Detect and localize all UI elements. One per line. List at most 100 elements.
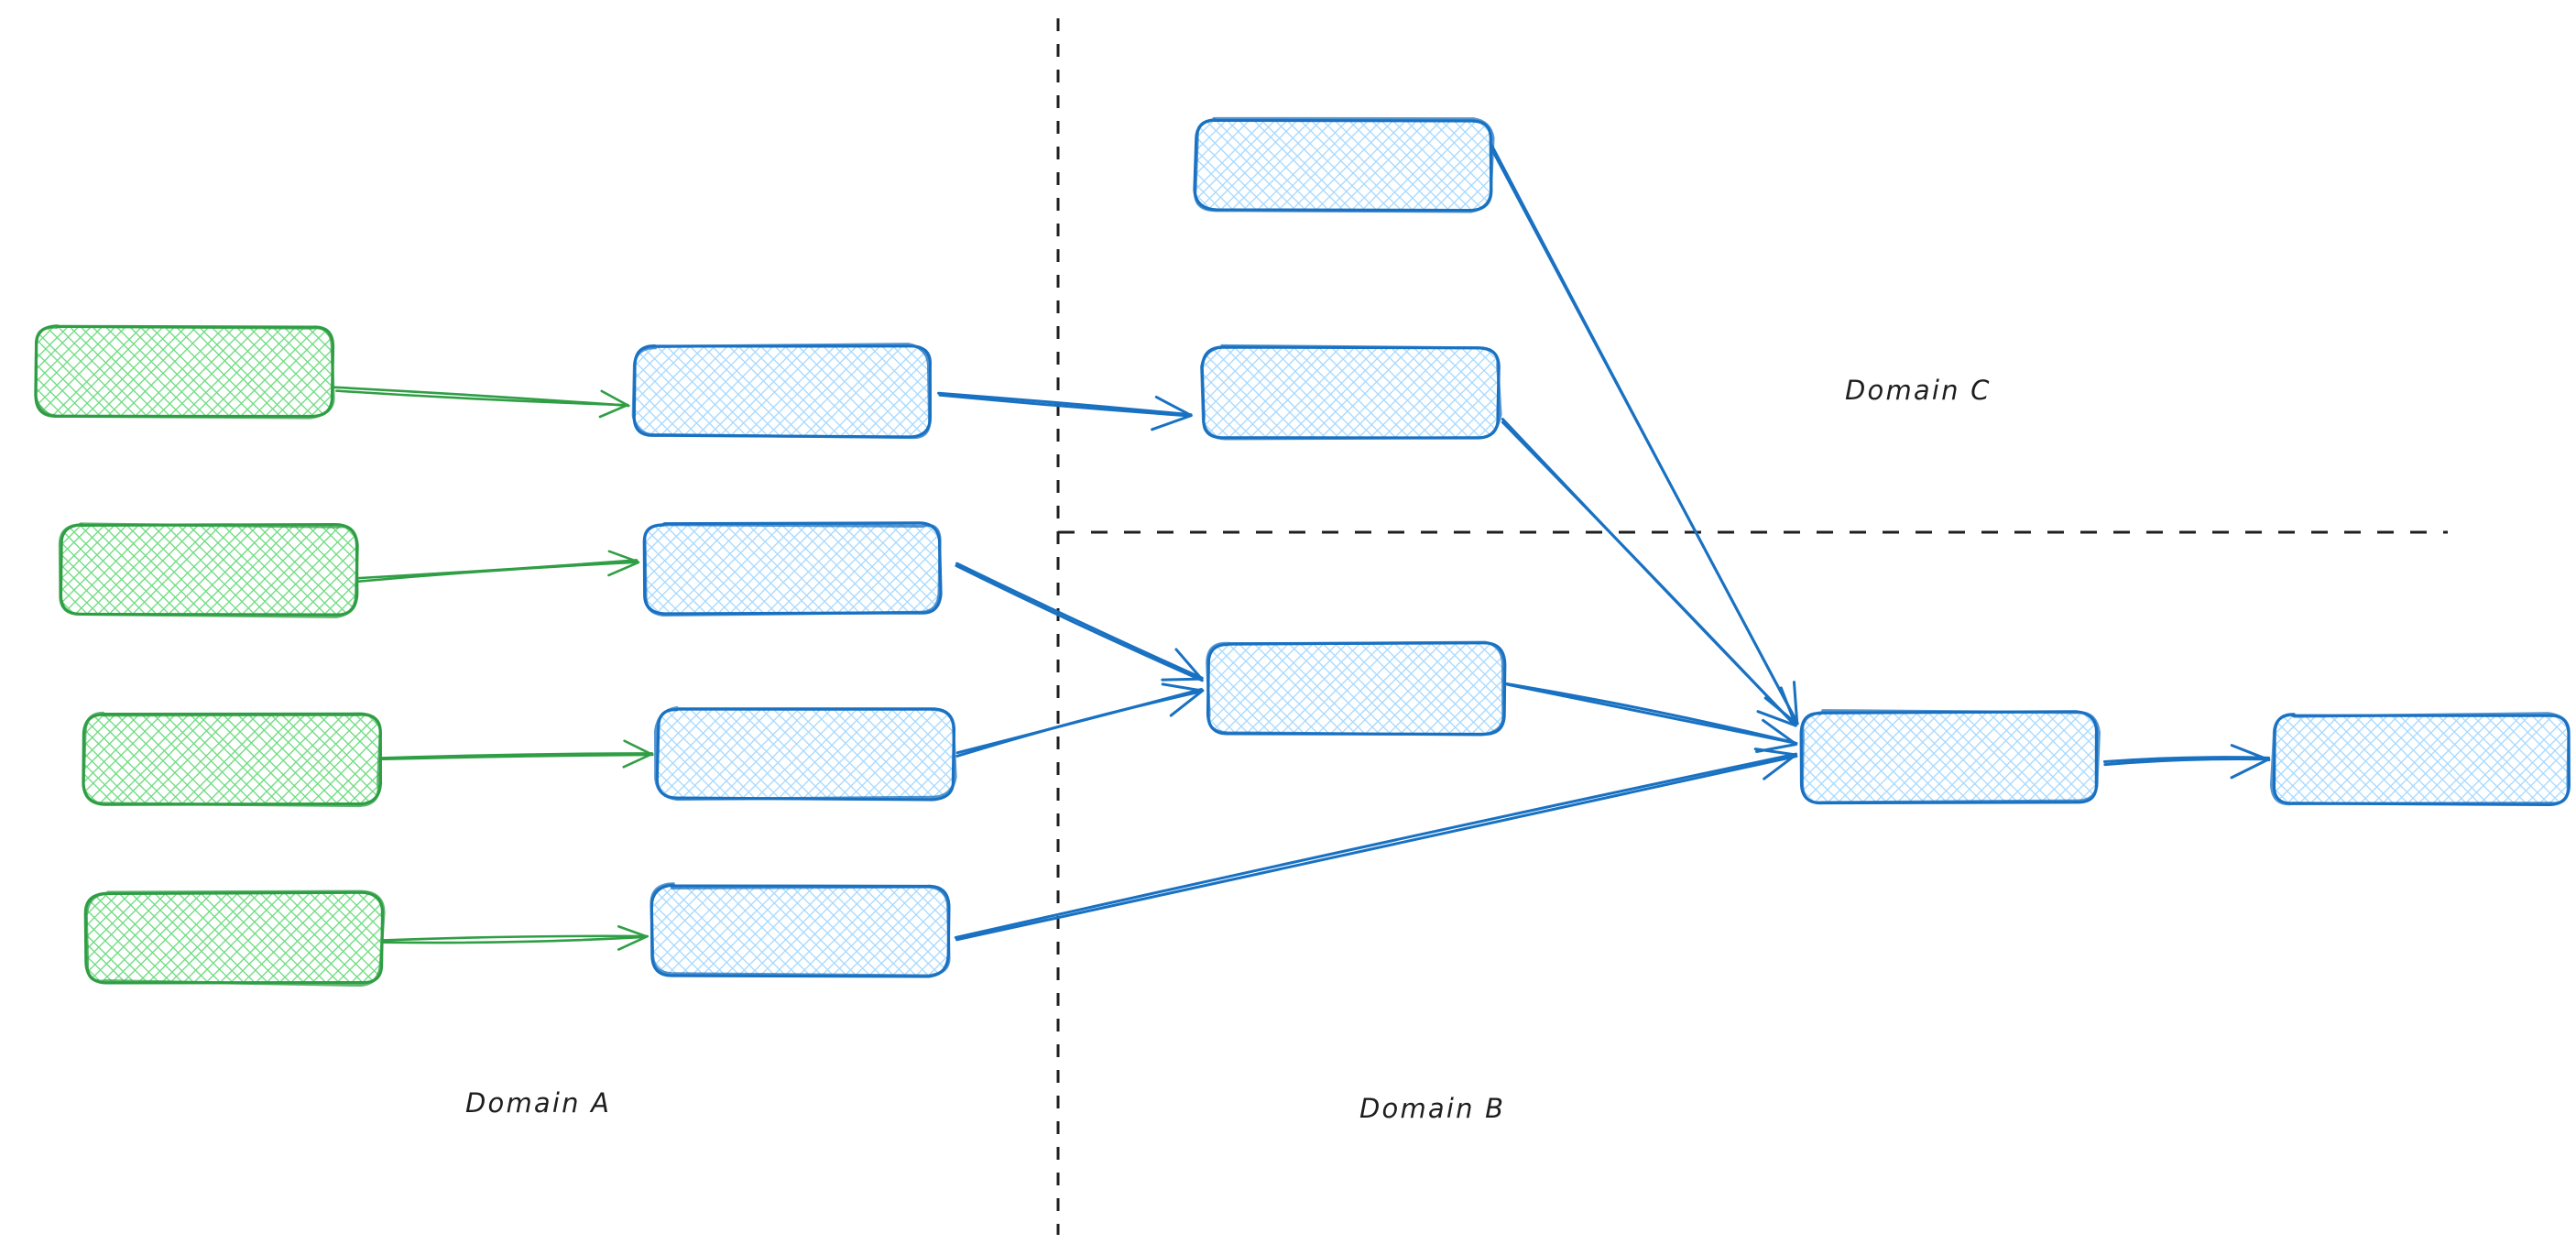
hatch-line <box>60 525 356 615</box>
hatch-line <box>1203 347 1499 437</box>
hatch-line <box>37 326 333 416</box>
edge-c-output <box>2102 744 2271 780</box>
hatch-line <box>1195 120 1284 210</box>
hatch-line <box>2274 715 2399 804</box>
edge-proc4-c <box>954 748 1798 942</box>
hatch-line <box>238 893 382 983</box>
hatch-line <box>1208 644 1250 734</box>
node-a-proc-1[interactable] <box>195 335 1365 760</box>
hatch-line <box>1203 347 1499 437</box>
hatch-line <box>635 346 759 436</box>
node-a-source-4[interactable] <box>0 882 816 1255</box>
hatch-line <box>37 326 316 416</box>
hatch-line <box>1337 644 1504 734</box>
hatch-line <box>644 524 940 614</box>
hatch-line <box>1195 120 1274 210</box>
hatch-line <box>848 346 931 436</box>
node-outline <box>82 711 382 808</box>
node-b-node-top[interactable] <box>756 109 1927 534</box>
hatch-line <box>1238 347 1499 437</box>
hatch-line <box>37 326 333 416</box>
node-b-node-low[interactable] <box>768 633 1941 1058</box>
hatch-line <box>37 326 152 416</box>
hatch-line <box>644 524 674 614</box>
hatch-line <box>2274 715 2555 804</box>
hatch-line <box>1812 713 2097 802</box>
hatch-line <box>1801 713 1902 802</box>
hatch-line <box>1203 347 1499 437</box>
hatch-line <box>1208 644 1369 734</box>
hatch-line <box>1203 347 1446 437</box>
hatch-line <box>0 883 80 1255</box>
edge-line <box>955 687 1203 755</box>
hatch-line <box>635 346 879 436</box>
hatch-line <box>1398 644 1504 734</box>
node-b-node-mid[interactable] <box>762 337 1933 762</box>
hatch-line <box>1208 644 1441 734</box>
hatch-line <box>1195 120 1491 210</box>
hatch-line <box>1337 120 1491 210</box>
hatch-line <box>225 714 380 803</box>
hatch-line <box>84 714 380 803</box>
hatch-line <box>60 525 330 615</box>
hatch-line <box>37 326 162 416</box>
hatch-line <box>84 714 199 803</box>
label-domain-b: Domain B <box>1359 1093 1506 1124</box>
hatch-line <box>1801 713 1949 802</box>
hatch-line <box>1858 713 2097 802</box>
hatch-line <box>60 525 258 615</box>
hatch-line <box>84 714 380 803</box>
hatch-line <box>1801 713 2097 802</box>
hatch-line <box>658 709 737 799</box>
node-c-converge[interactable] <box>1361 702 2532 1127</box>
hatch-line <box>60 525 92 615</box>
edge-arrowhead <box>600 389 630 408</box>
edge-arrowhead <box>598 403 629 419</box>
node-a-source-3[interactable] <box>0 703 814 1128</box>
hatch-line <box>1446 644 1504 734</box>
hatch-line <box>60 525 356 615</box>
node-c-output[interactable] <box>1834 704 2576 1129</box>
node-a-source-1[interactable] <box>0 315 768 740</box>
hatch-line <box>752 709 954 799</box>
edge-arrowhead <box>1763 753 1797 780</box>
hatch-line <box>793 886 948 976</box>
hatch-line <box>1369 347 1499 437</box>
hatch-line <box>121 893 382 983</box>
hatch-line <box>1208 644 1263 734</box>
node-hatch-fill <box>1208 644 1504 734</box>
hatch-line <box>60 525 137 615</box>
hatch-line <box>1208 644 1430 734</box>
hatch-line <box>70 326 333 416</box>
hatch-line <box>2274 715 2482 804</box>
hatch-line <box>84 714 380 803</box>
hatch-line <box>1421 644 1504 734</box>
hatch-line <box>1409 644 1504 734</box>
hatch-line <box>86 893 164 983</box>
hatch-line <box>86 893 382 983</box>
node-a-proc-3[interactable] <box>216 698 1389 1123</box>
hatch-line <box>863 886 948 976</box>
hatch-line <box>1203 347 1281 437</box>
hatch-line <box>2439 715 2570 804</box>
hatch-line <box>60 525 268 615</box>
node-a-proc-4[interactable] <box>213 875 1384 1255</box>
hatch-line <box>1801 713 2057 802</box>
hatch-line <box>1203 347 1340 437</box>
hatch-line <box>772 524 940 614</box>
hatch-line <box>284 714 380 803</box>
hatch-line <box>846 709 954 799</box>
hatch-line <box>669 709 954 799</box>
hatch-line <box>1195 120 1491 210</box>
hatch-line <box>2341 715 2570 804</box>
hatch-line <box>86 893 382 983</box>
node-a-proc-2[interactable] <box>202 513 1376 938</box>
hatch-line <box>2274 715 2570 804</box>
node-a-source-2[interactable] <box>0 514 791 939</box>
hatch-line <box>1801 713 2010 802</box>
hatch-line <box>344 525 356 615</box>
hatch-line <box>84 714 380 803</box>
edge-line <box>1505 682 1796 745</box>
hatch-line <box>1195 120 1491 210</box>
hatch-line <box>84 714 365 803</box>
